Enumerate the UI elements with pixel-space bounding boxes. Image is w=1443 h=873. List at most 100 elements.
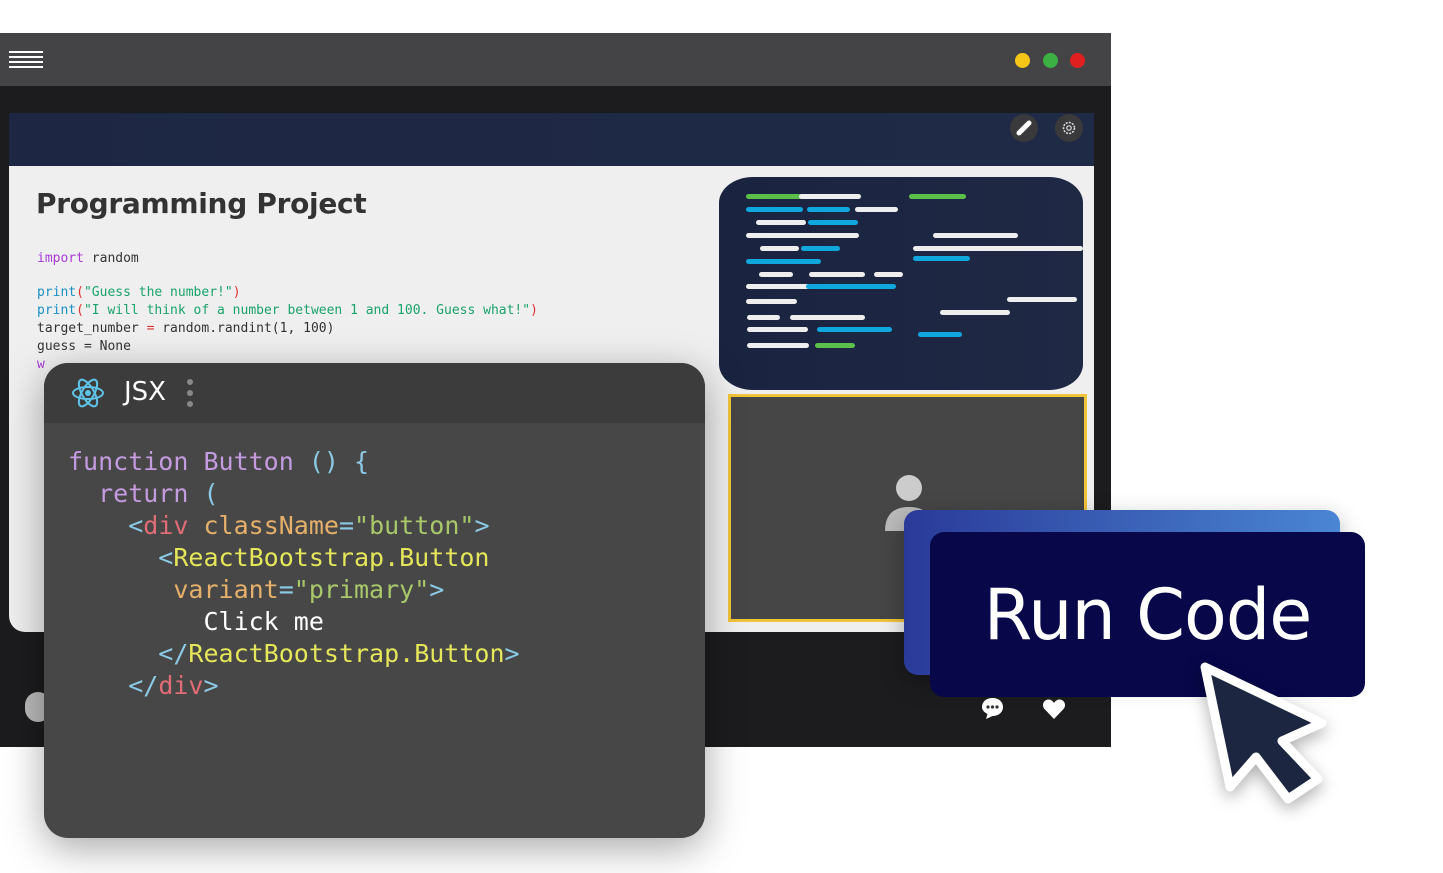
code-line-placeholder (815, 343, 855, 348)
panel-header (9, 113, 1094, 166)
close-dot[interactable] (1070, 53, 1085, 68)
title-bar (0, 33, 1111, 86)
code-token: > (429, 575, 445, 604)
code-line-placeholder (808, 220, 858, 225)
code-token: "I will think of a number between 1 and … (83, 303, 531, 318)
code-thumbnail (719, 177, 1083, 390)
code-token: ReactBootstrap.Button (173, 543, 490, 572)
code-line-placeholder (855, 207, 898, 212)
link-icon[interactable] (1010, 114, 1038, 142)
code-token: ) (232, 285, 241, 300)
code-token: ( (203, 479, 219, 508)
code-token: return (68, 479, 204, 508)
code-line: return ( (68, 478, 520, 510)
code-token: "primary" (293, 575, 430, 604)
code-line: print("I will think of a number between … (37, 302, 538, 320)
code-line-placeholder (913, 256, 970, 261)
jsx-editor-card: JSX function Button () { return ( <div c… (44, 363, 705, 838)
code-token: div (158, 671, 204, 700)
code-token: "button" (354, 511, 475, 540)
code-token: = (338, 511, 355, 540)
page-title: Programming Project (36, 187, 367, 220)
code-token: ReactBootstrap.Button (188, 639, 505, 668)
code-token: print (37, 303, 77, 318)
code-token: > (474, 511, 490, 540)
jsx-title: JSX (124, 377, 166, 407)
code-token: w (37, 357, 45, 372)
code-line: function Button () { (68, 446, 520, 478)
code-token: > (504, 639, 520, 668)
code-token: random (83, 251, 139, 266)
code-token: > (203, 671, 219, 700)
code-token: "Guess the number!" (83, 285, 233, 300)
gear-icon[interactable] (1055, 114, 1083, 142)
jsx-code: function Button () { return ( <div class… (68, 446, 520, 702)
code-line-placeholder (746, 259, 821, 264)
code-line-placeholder (806, 284, 896, 289)
code-line: w (37, 356, 538, 374)
code-token: function (68, 447, 204, 476)
code-line: Click me (68, 606, 520, 638)
code-line-placeholder (746, 194, 821, 199)
code-token: import (37, 251, 84, 266)
code-line-placeholder (746, 284, 822, 289)
maximize-dot[interactable] (1043, 53, 1058, 68)
code-line: guess = None (37, 338, 538, 356)
code-line-placeholder (933, 233, 1018, 238)
code-token: ( (76, 303, 84, 318)
code-line: print("Guess the number!") (37, 284, 538, 302)
pointer-cursor-icon (1200, 662, 1327, 804)
code-line-placeholder (760, 246, 799, 251)
code-line-placeholder (817, 327, 892, 332)
code-line-placeholder (909, 194, 966, 199)
run-code-button[interactable]: Run Code (930, 532, 1365, 697)
code-line-placeholder (747, 327, 808, 332)
kebab-icon[interactable] (186, 379, 194, 409)
code-line-placeholder (809, 272, 865, 277)
code-token: Click me (68, 607, 324, 636)
code-line-placeholder (746, 207, 803, 212)
code-token: = (278, 575, 294, 604)
code-token: div (143, 511, 204, 540)
code-line-placeholder (790, 315, 865, 320)
code-line-placeholder (746, 299, 797, 304)
code-token: </ (68, 639, 189, 668)
react-icon (72, 378, 104, 408)
code-token: guess = None (37, 339, 131, 354)
jsx-header: JSX (44, 363, 705, 423)
code-token: className (203, 511, 339, 540)
chat-bubble-icon[interactable] (980, 696, 1005, 720)
heart-icon[interactable] (1042, 698, 1066, 720)
code-token: random.randint(1, 100) (154, 321, 335, 336)
code-token: ( (76, 285, 84, 300)
code-token: { (353, 447, 370, 476)
code-line-placeholder (747, 315, 780, 320)
code-line-placeholder (807, 207, 850, 212)
code-line-placeholder (759, 272, 793, 277)
hamburger-icon[interactable] (0, 48, 50, 72)
code-token: = (146, 321, 155, 336)
code-token: target_number (37, 321, 147, 336)
code-line-placeholder (918, 332, 962, 337)
code-token: Button (203, 447, 309, 476)
code-token: < (68, 543, 174, 572)
code-line-placeholder (747, 343, 809, 348)
code-line: </div> (68, 670, 520, 702)
code-token: < (68, 511, 144, 540)
code-token: variant (68, 575, 279, 604)
code-line-placeholder (746, 233, 859, 238)
code-line-placeholder (801, 246, 840, 251)
code-token: ) (530, 303, 538, 318)
code-line-placeholder (1007, 297, 1077, 302)
code-token: </ (68, 671, 159, 700)
code-token: print (37, 285, 77, 300)
code-line-placeholder (756, 220, 806, 225)
code-line: <div className="button"> (68, 510, 520, 542)
code-token: () (308, 447, 354, 476)
code-line: </ReactBootstrap.Button> (68, 638, 520, 670)
code-line: target_number = random.randint(1, 100) (37, 320, 538, 338)
code-line-placeholder (874, 272, 903, 277)
code-line: variant="primary"> (68, 574, 520, 606)
minimize-dot[interactable] (1015, 53, 1030, 68)
